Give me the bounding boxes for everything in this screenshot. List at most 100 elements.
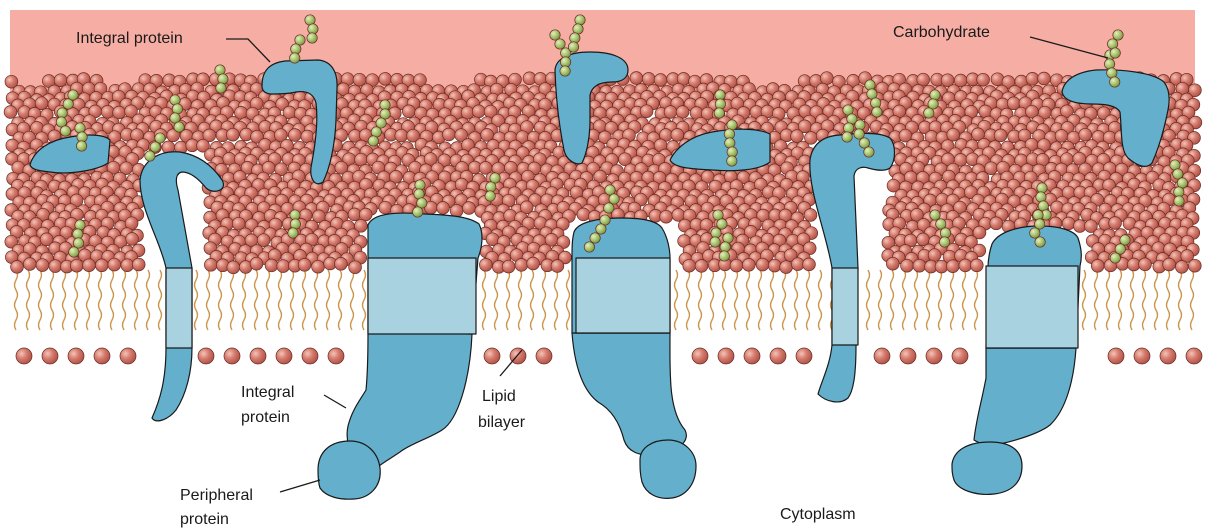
label-integral-protein-top: Integral protein: [76, 29, 183, 48]
label-peripheral-protein-1: Peripheral: [180, 486, 253, 505]
lipid-tail: [903, 270, 906, 330]
label-lipid-bilayer-1: Lipid: [482, 387, 516, 406]
phospholipid-head-icon: [250, 257, 263, 270]
carbohydrate-chain-icon: [76, 141, 86, 151]
lipid-tail: [495, 270, 498, 330]
phospholipid-head-icon: [1160, 348, 1176, 364]
carbohydrate-chain-icon: [1104, 59, 1114, 69]
phospholipid-head-icon: [227, 261, 240, 274]
lipid-tail: [531, 270, 534, 330]
lipid-tail: [735, 270, 738, 330]
phospholipid-head-icon: [970, 259, 983, 272]
phospholipid-head-icon: [126, 233, 139, 246]
peripheral-protein: [318, 441, 380, 499]
phospholipid-head-icon: [796, 348, 812, 364]
phospholipid-head-icon: [1188, 259, 1201, 272]
lipid-tail: [807, 270, 810, 330]
lipid-tail: [147, 270, 150, 330]
carbohydrate-chain-icon: [865, 80, 875, 90]
lipid-tail: [567, 270, 570, 330]
phospholipid-head-icon: [780, 261, 793, 274]
phospholipid-head-icon: [437, 202, 450, 215]
phospholipid-head-icon: [108, 258, 121, 271]
lipid-tail: [1083, 270, 1086, 330]
lipid-tail: [315, 270, 318, 330]
phospholipid-head-icon: [900, 348, 916, 364]
carbohydrate-chain-icon: [584, 242, 594, 252]
phospholipid-head-icon: [83, 259, 96, 272]
phospholipid-head-icon: [395, 129, 408, 142]
channel-protein-2-pore: [576, 258, 670, 333]
phospholipid-head-icon: [4, 106, 17, 119]
phospholipid-head-icon: [204, 258, 217, 271]
phospholipid-head-icon: [768, 259, 781, 272]
carbohydrate-chain-icon: [1110, 48, 1120, 58]
lipid-tail: [267, 270, 270, 330]
phospholipid-head-icon: [654, 74, 667, 87]
lipid-tail: [63, 270, 66, 330]
phospholipid-head-icon: [132, 258, 145, 271]
carbohydrate-chain-icon: [1113, 30, 1123, 40]
lipid-tail: [351, 270, 354, 330]
phospholipid-head-icon: [463, 202, 476, 215]
lipid-tail: [1155, 270, 1158, 330]
phospholipid-head-icon: [926, 348, 942, 364]
carbohydrate-chain-icon: [924, 108, 934, 118]
phospholipid-head-icon: [328, 348, 344, 364]
phospholipid-head-icon: [695, 260, 708, 273]
lipid-tail: [891, 270, 894, 330]
phospholipid-head-icon: [756, 258, 769, 271]
phospholipid-head-icon: [1038, 72, 1051, 85]
channel-protein-3-pore: [986, 266, 1078, 348]
lipid-tail: [327, 270, 330, 330]
label-integral-protein-bottom-1: Integral: [241, 383, 294, 402]
phospholipid-head-icon: [479, 258, 492, 271]
lipid-tail: [1119, 270, 1122, 330]
carbohydrate-chain-icon: [714, 108, 724, 118]
lipid-tail: [123, 270, 126, 330]
lipid-tail: [255, 270, 258, 330]
carbohydrate-chain-icon: [864, 147, 874, 157]
phospholipid-head-icon: [298, 258, 311, 271]
transmembrane-segment: [166, 268, 192, 348]
lipid-tail: [159, 270, 162, 330]
label-integral-protein-bottom-2: protein: [241, 408, 290, 427]
lipid-tail: [927, 270, 930, 330]
carbohydrate-chain-icon: [872, 107, 882, 117]
channel-protein-3-lower: [974, 348, 1076, 445]
channel-protein-1-pore: [368, 258, 476, 334]
carbohydrate-chain-icon: [844, 123, 854, 133]
lipid-tail: [1143, 270, 1146, 330]
lipid-tail: [555, 270, 558, 330]
lipid-tail: [111, 270, 114, 330]
carbohydrate-chain-icon: [930, 210, 940, 220]
phospholipid-head-icon: [276, 348, 292, 364]
phospholipid-head-icon: [70, 259, 83, 272]
carbohydrate-chain-icon: [413, 207, 423, 217]
lipid-tail: [675, 270, 678, 330]
phospholipid-head-icon: [224, 348, 240, 364]
carbohydrate-chain-icon: [575, 15, 585, 25]
carbohydrate-chain-icon: [930, 90, 940, 100]
lipid-tail: [783, 270, 786, 330]
carbohydrate-chain-icon: [150, 142, 160, 152]
carbohydrate-chain-icon: [604, 203, 614, 213]
lipid-tail: [1167, 270, 1170, 330]
phospholipid-head-icon: [946, 260, 959, 273]
carbohydrate-chain-icon: [1035, 237, 1045, 247]
lipid-tail: [99, 270, 102, 330]
phospholipid-head-icon: [744, 348, 760, 364]
lipid-tail: [363, 270, 366, 330]
phospholipid-head-icon: [68, 348, 84, 364]
phospholipid-head-icon: [1163, 258, 1176, 271]
lipid-tail: [939, 270, 942, 330]
carbohydrate-chain-icon: [719, 251, 729, 261]
phospholipid-head-icon: [54, 74, 67, 87]
lipid-tail: [963, 270, 966, 330]
lipid-tail: [1131, 270, 1134, 330]
phospholipid-head-icon: [1091, 259, 1104, 272]
phospholipid-head-icon: [472, 105, 485, 118]
phospholipid-head-icon: [803, 258, 816, 271]
phospholipid-head-icon: [1175, 261, 1188, 274]
transmembrane-segment-right: [832, 268, 858, 345]
